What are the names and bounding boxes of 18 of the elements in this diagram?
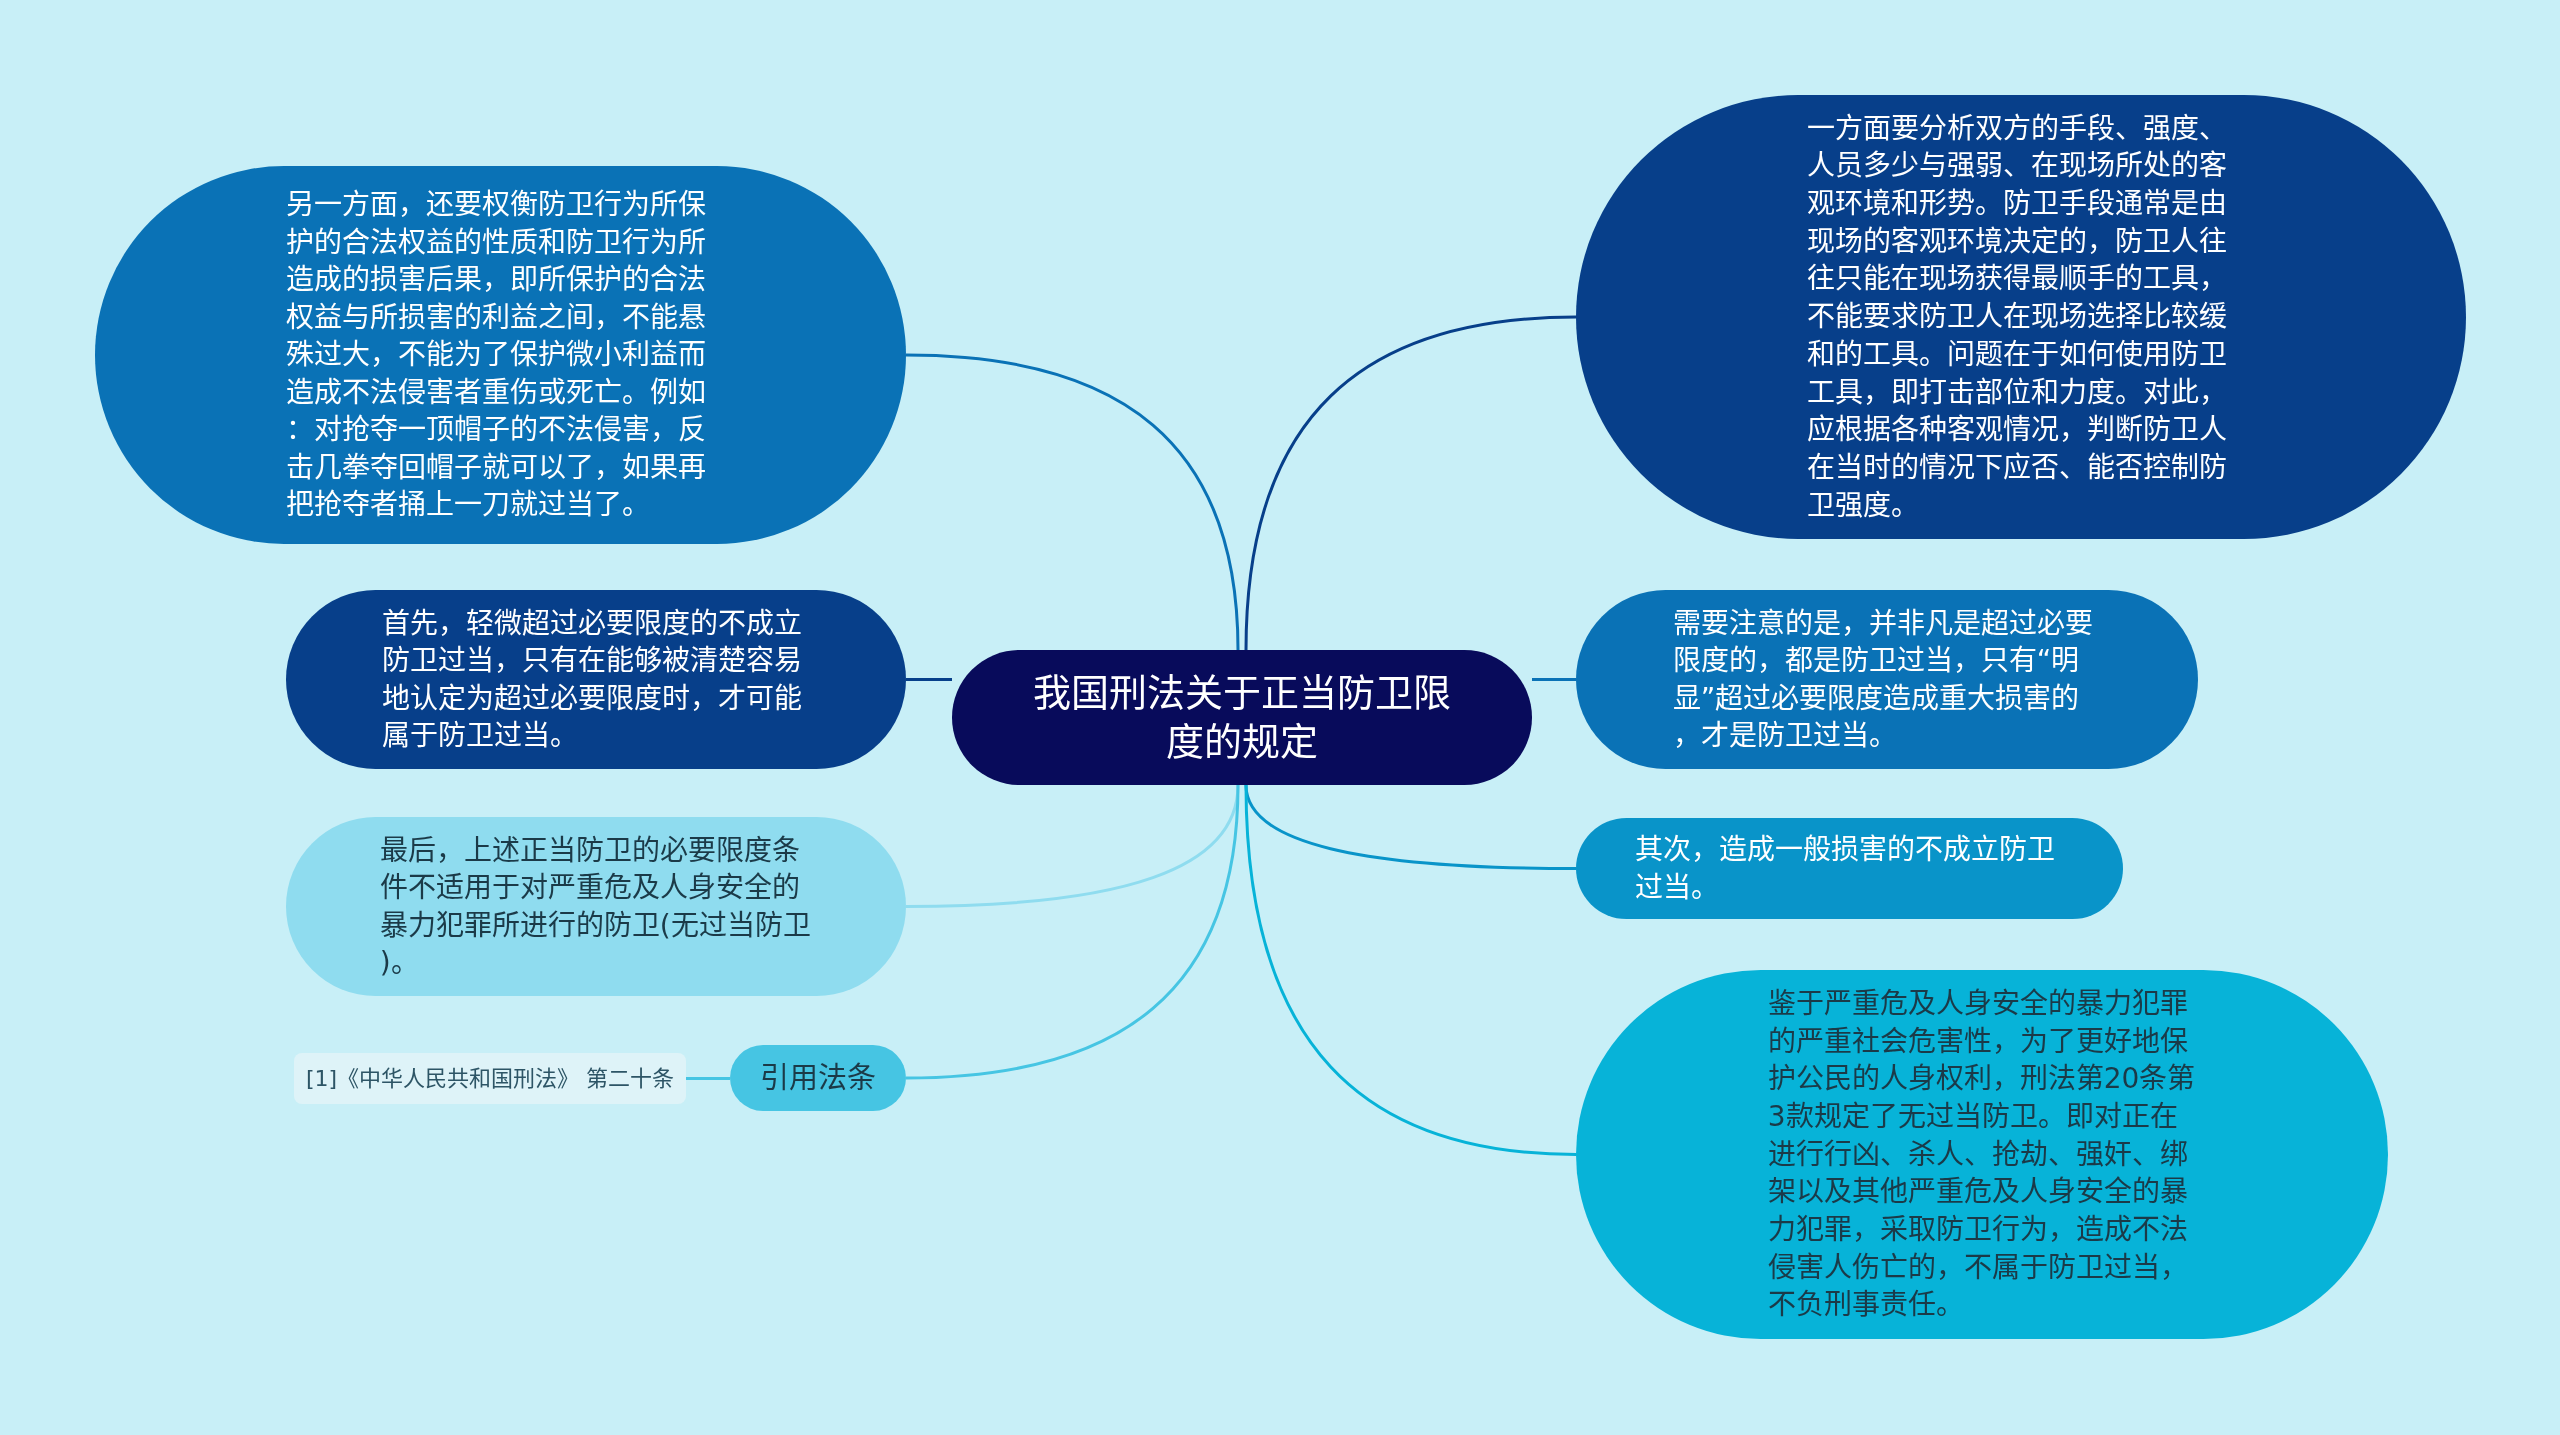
connector-line	[905, 784, 1240, 1080]
topic-text: 其次，造成一般损害的不成立防卫过当。	[1635, 832, 2057, 906]
reference-text: [1]《中华人民共和国刑法》 第二十条	[305, 1064, 675, 1093]
connector-line	[905, 353, 1240, 651]
reference-note	[294, 1053, 686, 1104]
topic-text: 鉴于严重危及人身安全的暴力犯罪的严重社会危害性，为了更好地保护公民的人身权利，刑法第20条第3款规定了无过当防卫。即对正在进行行凶、杀人、抢劫、强奸、绑架以及其他严重危及人身安全的暴力犯罪，采取防卫行为，造成不法侵害人伤亡的，不属于防卫过当，不负刑事责任。	[1767, 985, 2197, 1324]
topic-title: 我国刑法关于正当防卫限度的规定	[1032, 669, 1452, 766]
connector-line	[1532, 678, 1576, 681]
connector-line	[906, 678, 952, 681]
connector-line	[1244, 784, 1577, 1156]
topic-text: 最后，上述正当防卫的必要限度条件不适用于对严重危及人身安全的暴力犯罪所进行的防卫(无过当防卫)。	[379, 832, 812, 981]
topic-text: 引用法条	[760, 1060, 876, 1097]
topic-text: 需要注意的是，并非凡是超过必要限度的，都是防卫过当，只有“明显”超过必要限度造成重大损害的，才是防卫过当。	[1672, 605, 2094, 754]
connector-line	[1244, 315, 1577, 651]
topic-text: 一方面要分析双方的手段、强度、人员多少与强弱、在现场所处的客观环境和形势。防卫手段通常是由现场的客观环境决定的，防卫人往往只能在现场获得最顺手的工具，不能要求防卫人在现场选择比较缓和的工具。问题在于如何使用防卫工具，即打击部位和力度。对此，应根据各种客观情况，判断防卫人在当时的情况下应否、能否控制防卫强度。	[1806, 110, 2228, 524]
connector-line	[686, 1077, 730, 1080]
topic-text: 另一方面，还要权衡防卫行为所保护的合法权益的性质和防卫行为所造成的损害后果，即所保护的合法权益与所损害的利益之间，不能悬殊过大，不能为了保护微小利益而造成不法侵害者重伤或死亡。例如：对抢夺一顶帽子的不法侵害，反击几拳夺回帽子就可以了，如果再把抢夺者捅上一刀就过当了。	[286, 187, 708, 524]
topic-text: 首先，轻微超过必要限度的不成立防卫过当，只有在能够被清楚容易地认定为超过必要限度时，才可能属于防卫过当。	[381, 605, 803, 754]
